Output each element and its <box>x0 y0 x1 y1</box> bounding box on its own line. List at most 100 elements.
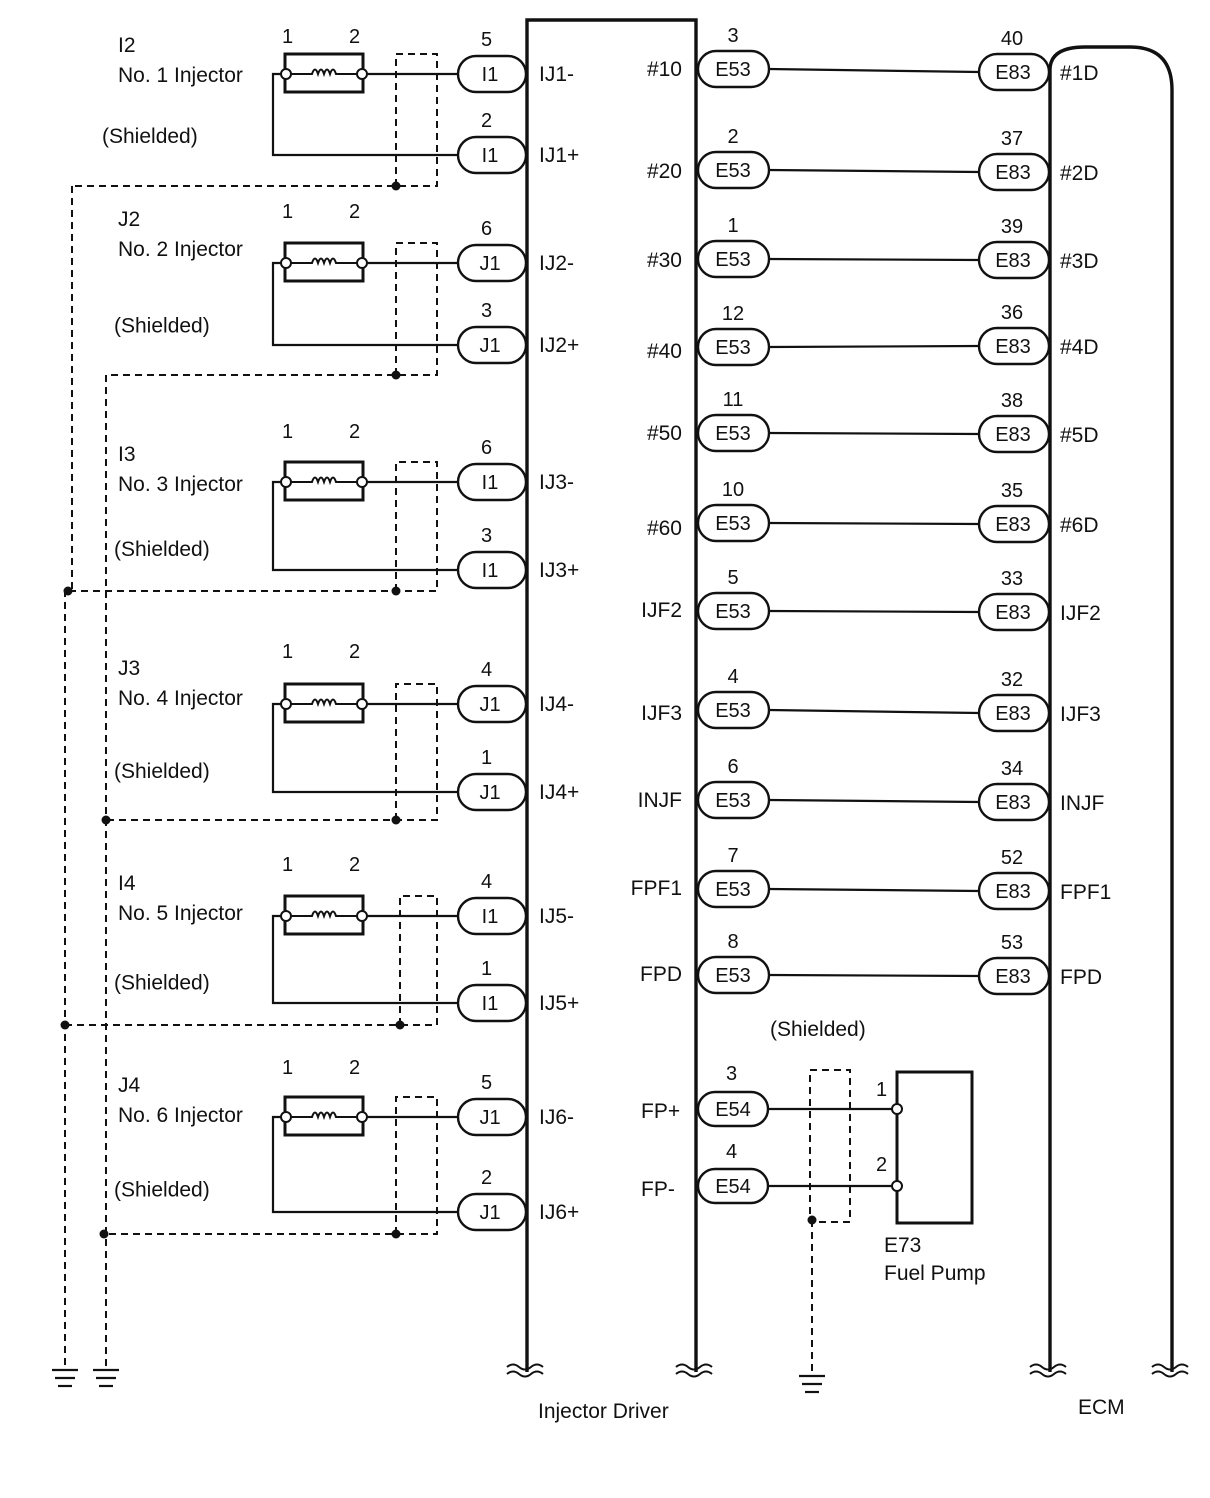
drain-junction <box>391 181 401 191</box>
e83-pin-number: 52 <box>1001 847 1023 869</box>
e83-connector-label: E83 <box>995 162 1031 184</box>
coil-terminal <box>280 698 292 710</box>
e53-pin-number: 3 <box>727 25 738 47</box>
e53-connector-label: E53 <box>715 700 751 722</box>
driver-connector-pill <box>456 54 528 94</box>
link-wire <box>768 708 980 715</box>
ecm-signal-label: #4D <box>1060 336 1099 359</box>
driver-pin-number: 1 <box>481 958 492 980</box>
driver-connector-label: J1 <box>479 253 500 275</box>
injector-code: I3 <box>118 443 136 466</box>
driver-signal-label: IJ4+ <box>539 781 579 804</box>
shield-label: (Shielded) <box>102 125 198 148</box>
driver-connector-label: I1 <box>482 906 499 928</box>
pos-wire <box>271 914 458 1005</box>
e83-connector-pill <box>977 871 1051 911</box>
e54-connector-label: E54 <box>715 1176 751 1198</box>
e53-connector-label: E53 <box>715 601 751 623</box>
ecm-bus-right <box>1048 45 1174 1372</box>
e83-connector-label: E83 <box>995 424 1031 446</box>
driver-connector-pill <box>456 550 528 590</box>
driver-signal-label: IJ6+ <box>539 1201 579 1224</box>
drain-junction <box>391 815 401 825</box>
driver-output-label: FPF1 <box>631 877 682 900</box>
coil-pin-2: 2 <box>349 1057 360 1079</box>
coil-terminal <box>356 1111 368 1123</box>
drain-junction <box>63 586 73 596</box>
injector-name: No. 5 Injector <box>118 902 243 925</box>
drain-junction <box>391 586 401 596</box>
e53-connector-label: E53 <box>715 423 751 445</box>
e53-pin-number: 1 <box>727 215 738 237</box>
e83-connector-label: E83 <box>995 336 1031 358</box>
coil-pin-1: 1 <box>282 26 293 48</box>
break-marks <box>506 1363 1189 1378</box>
e53-pin-number: 2 <box>727 126 738 148</box>
ecm-label: ECM <box>1078 1396 1125 1419</box>
injector-shield <box>65 895 438 1026</box>
pump-pin-1: 1 <box>876 1079 887 1101</box>
injector-shield <box>72 53 438 187</box>
e53-connector-label: E53 <box>715 513 751 535</box>
injector-code: I2 <box>118 34 136 57</box>
injector-shield <box>106 683 438 821</box>
driver-connector-pill <box>456 983 528 1023</box>
coil-pin-1: 1 <box>282 854 293 876</box>
driver-pin-number: 5 <box>481 1072 492 1094</box>
link-wire <box>768 344 980 349</box>
driver-pin-number: 1 <box>481 747 492 769</box>
coil-pin-1: 1 <box>282 641 293 663</box>
fuel-pump-shield-label: (Shielded) <box>770 1018 866 1041</box>
coil-pin-2: 2 <box>349 641 360 663</box>
e83-pin-number: 38 <box>1001 390 1023 412</box>
link-wire <box>768 257 980 262</box>
link-wire <box>768 67 980 74</box>
pos-wire <box>271 72 458 157</box>
shield-label: (Shielded) <box>114 1178 210 1201</box>
driver-signal-label: IJ2+ <box>539 334 579 357</box>
driver-connector-label: J1 <box>479 1107 500 1129</box>
e83-pin-number: 37 <box>1001 128 1023 150</box>
driver-output-label: #10 <box>647 58 682 81</box>
coil-terminal <box>356 257 368 269</box>
injector-driver-box <box>525 18 698 1372</box>
injector-shield <box>106 242 438 376</box>
driver-connector-label: I1 <box>482 64 499 86</box>
e53-connector-label: E53 <box>715 965 751 987</box>
coil-terminal <box>356 476 368 488</box>
e53-pin-number: 5 <box>727 567 738 589</box>
coil-pin-1: 1 <box>282 1057 293 1079</box>
driver-signal-label: IJ2- <box>539 252 574 275</box>
injector-shield <box>104 1096 438 1235</box>
driver-connector-label: J1 <box>479 782 500 804</box>
e53-connector-label: E53 <box>715 160 751 182</box>
driver-output-label: IJF3 <box>641 702 682 725</box>
pos-wire <box>271 480 458 572</box>
driver-output-label: FPD <box>640 963 682 986</box>
driver-pin-number: 6 <box>481 218 492 240</box>
coil-pin-1: 1 <box>282 421 293 443</box>
e83-connector-label: E83 <box>995 966 1031 988</box>
driver-output-label: INJF <box>638 789 682 812</box>
e83-pin-number: 32 <box>1001 669 1023 691</box>
coil-terminal <box>280 257 292 269</box>
coil-terminal <box>280 910 292 922</box>
ecm-signal-label: IJF2 <box>1060 602 1101 625</box>
driver-pin-number: 4 <box>481 659 492 681</box>
e53-pin-number: 10 <box>722 479 744 501</box>
drain-junction <box>807 1215 817 1225</box>
e83-pin-number: 35 <box>1001 480 1023 502</box>
driver-signal-label: IJ5+ <box>539 992 579 1015</box>
coil-terminal <box>280 476 292 488</box>
e83-pin-number: 39 <box>1001 216 1023 238</box>
injector-code: J3 <box>118 657 140 680</box>
e83-connector-pill <box>977 414 1051 454</box>
link-wire <box>768 609 980 614</box>
e83-connector-pill <box>977 956 1051 996</box>
injector-name: No. 4 Injector <box>118 687 243 710</box>
